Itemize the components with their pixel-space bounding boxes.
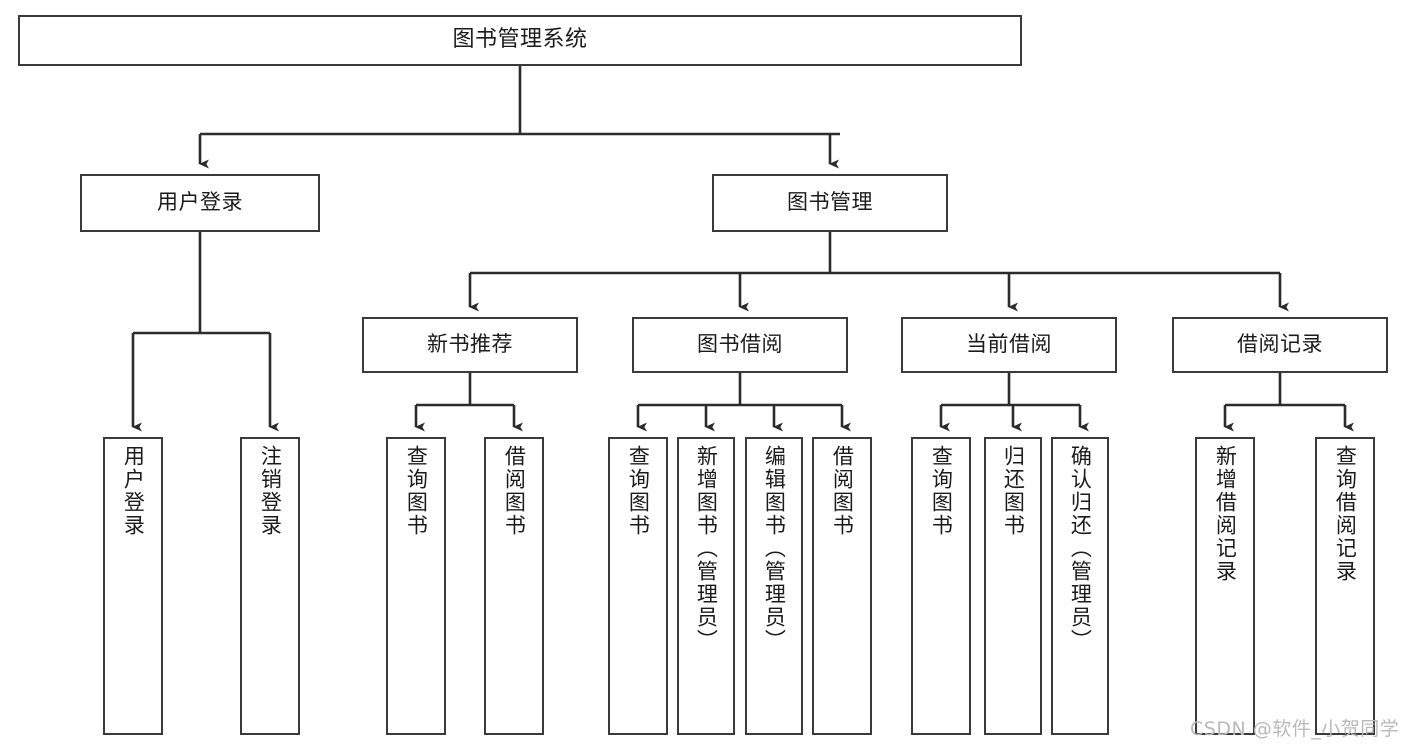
node-label: 查询借阅记录 (1333, 445, 1358, 583)
node-label: 图书借阅 (697, 332, 783, 357)
node-label: 查询图书 (626, 445, 651, 537)
node-label: 图书管理系统 (452, 27, 588, 53)
node-leaf-query-book-1[interactable]: 查询图书 (386, 437, 446, 735)
node-leaf-user-login[interactable]: 用户登录 (103, 437, 163, 735)
node-leaf-query-book-3[interactable]: 查询图书 (911, 437, 971, 735)
node-leaf-add-borrow-record[interactable]: 新增借阅记录 (1195, 437, 1255, 735)
node-borrow-record[interactable]: 借阅记录 (1172, 317, 1388, 373)
node-book-manage[interactable]: 图书管理 (712, 174, 948, 232)
node-label: 用户登录 (157, 190, 243, 215)
node-label: 新增图书（管理员） (694, 445, 719, 652)
node-label: 注销登录 (258, 445, 283, 537)
node-label: 编辑图书（管理员） (762, 445, 787, 652)
node-label: 归还图书 (1001, 445, 1026, 537)
node-new-book-recommend[interactable]: 新书推荐 (362, 317, 578, 373)
node-leaf-borrow-book-1[interactable]: 借阅图书 (484, 437, 544, 735)
node-current-borrow[interactable]: 当前借阅 (901, 317, 1117, 373)
node-leaf-logout[interactable]: 注销登录 (240, 437, 300, 735)
node-root-system[interactable]: 图书管理系统 (18, 15, 1022, 66)
node-label: 查询图书 (929, 445, 954, 537)
node-label: 确认归还（管理员） (1068, 445, 1093, 652)
node-label: 新书推荐 (427, 332, 513, 357)
node-leaf-confirm-return[interactable]: 确认归还（管理员） (1051, 437, 1109, 735)
csdn-watermark: CSDN @软件_小贺同学 (1190, 718, 1400, 740)
node-leaf-return-book[interactable]: 归还图书 (984, 437, 1042, 735)
node-label: 借阅记录 (1237, 332, 1323, 357)
node-label: 用户登录 (121, 445, 146, 537)
node-book-borrow[interactable]: 图书借阅 (632, 317, 848, 373)
node-label: 图书管理 (787, 190, 873, 215)
node-leaf-edit-book[interactable]: 编辑图书（管理员） (745, 437, 803, 735)
node-leaf-borrow-book-2[interactable]: 借阅图书 (812, 437, 872, 735)
node-leaf-query-borrow-record[interactable]: 查询借阅记录 (1315, 437, 1375, 735)
node-label: 新增借阅记录 (1213, 445, 1238, 583)
node-leaf-query-book-2[interactable]: 查询图书 (608, 437, 668, 735)
node-label: 借阅图书 (502, 445, 527, 537)
node-label: 当前借阅 (966, 332, 1052, 357)
node-leaf-add-book[interactable]: 新增图书（管理员） (677, 437, 735, 735)
node-label: 查询图书 (404, 445, 429, 537)
node-label: 借阅图书 (830, 445, 855, 537)
node-user-login[interactable]: 用户登录 (80, 174, 320, 232)
